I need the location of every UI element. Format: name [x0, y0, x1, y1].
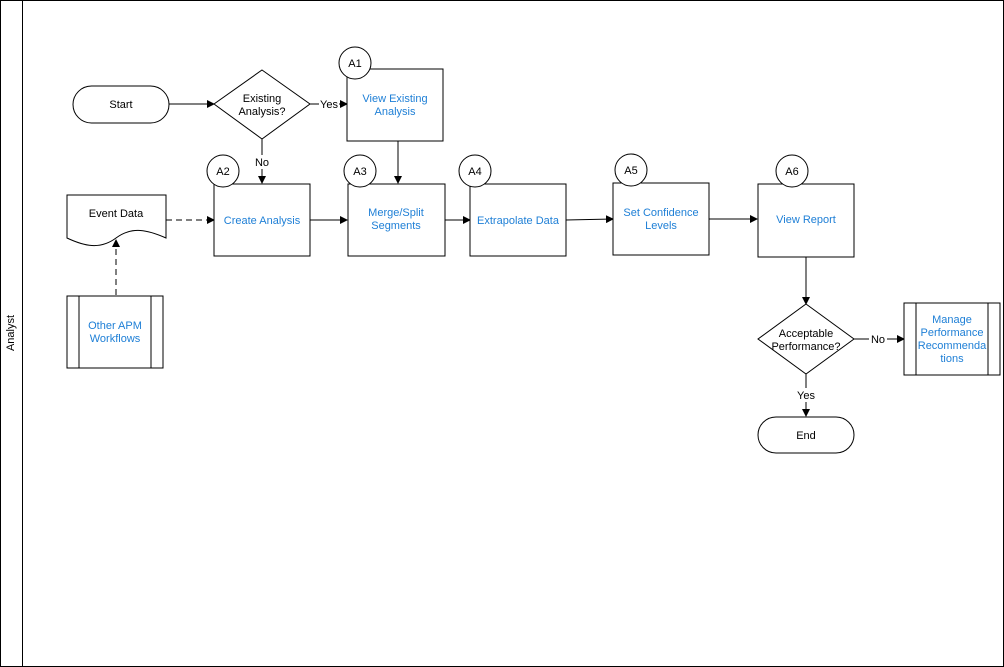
process-link-line[interactable]: Create Analysis	[224, 215, 301, 227]
process-shape	[612, 182, 710, 256]
step-badge-label: A5	[624, 165, 637, 177]
node-start-label: Start	[109, 99, 132, 111]
process-link-line[interactable]: Recommenda	[918, 340, 987, 352]
process-link-line[interactable]: Manage	[932, 314, 972, 326]
process-link-line[interactable]: Levels	[645, 220, 677, 232]
decision-label-line: Acceptable	[779, 328, 833, 340]
swimlane-label: Analyst	[5, 315, 17, 351]
predefined-process-shape	[66, 295, 164, 369]
step-badge-label: A6	[785, 166, 798, 178]
process-link-line[interactable]: Performance	[921, 327, 984, 339]
node-extrapolate-data[interactable]: Extrapolate Data A4	[458, 154, 567, 257]
predefined-process-shape	[903, 302, 1001, 376]
process-shape	[347, 183, 446, 257]
node-set-confidence-levels[interactable]: Set Confidence Levels A5	[612, 153, 710, 256]
process-link-line[interactable]: Set Confidence	[623, 207, 698, 219]
terminator-shape	[757, 416, 855, 454]
edge-label-bg	[794, 388, 818, 402]
node-create-analysis[interactable]: Create Analysis A2	[206, 154, 311, 257]
node-view-existing-analysis[interactable]: View Existing Analysis A1	[338, 46, 444, 142]
step-badge-label: A4	[468, 166, 481, 178]
node-view-report[interactable]: View Report A6	[757, 154, 855, 258]
node-existing-analysis-decision[interactable]: Existing Analysis?	[213, 69, 311, 140]
edge-label-no-existing: No	[255, 157, 269, 169]
process-link-line[interactable]: View Report	[776, 214, 836, 226]
step-badge-label: A2	[216, 166, 229, 178]
process-link-line[interactable]: Other APM	[88, 320, 142, 332]
edges	[112, 100, 905, 417]
edge-label-yes-acceptable: Yes	[797, 390, 815, 402]
step-badge	[343, 154, 377, 188]
process-link-line[interactable]: Merge/Split	[368, 207, 424, 219]
decision-shape	[213, 69, 311, 140]
terminator-shape	[72, 85, 170, 124]
node-merge-split-segments[interactable]: Merge/Split Segments A3	[343, 154, 446, 257]
step-badge	[614, 153, 648, 187]
decision-shape	[757, 303, 855, 375]
decision-label-line: Existing	[243, 93, 282, 105]
process-link-line[interactable]: View Existing	[362, 93, 427, 105]
decision-label-line: Performance?	[771, 341, 840, 353]
step-badge	[206, 154, 240, 188]
edge-label-no-acceptable: No	[871, 334, 885, 346]
step-badge-label: A3	[353, 166, 366, 178]
step-badge	[458, 154, 492, 188]
node-end[interactable]: End	[757, 416, 855, 454]
process-shape	[757, 183, 855, 258]
decision-label-line: Analysis?	[238, 106, 285, 118]
process-shape	[346, 68, 444, 142]
node-event-data-label: Event Data	[89, 208, 144, 220]
step-badge	[338, 46, 372, 80]
edge-label-bg	[253, 155, 271, 169]
process-shape	[213, 183, 311, 257]
node-other-apm-workflows[interactable]: Other APM Workflows	[66, 295, 164, 369]
process-link-line[interactable]: Segments	[371, 220, 421, 232]
node-acceptable-performance-decision[interactable]: Acceptable Performance?	[757, 303, 855, 375]
process-link-line[interactable]: Workflows	[90, 333, 141, 345]
node-start[interactable]: Start	[72, 85, 170, 124]
step-badge-label: A1	[348, 58, 361, 70]
edge-label-bg	[869, 332, 887, 346]
process-link-line[interactable]: Analysis	[375, 106, 416, 118]
process-link-line[interactable]: tions	[940, 353, 964, 365]
node-event-data[interactable]: Event Data	[66, 194, 167, 246]
edge-label-bg	[319, 97, 339, 111]
process-link-line[interactable]: Extrapolate Data	[477, 215, 560, 227]
edge-extrapolate-to-confidence	[565, 215, 614, 224]
document-shape	[66, 194, 167, 246]
node-manage-performance-recommendations[interactable]: Manage Performance Recommenda tions	[903, 302, 1001, 376]
process-shape	[469, 183, 567, 257]
node-end-label: End	[796, 430, 816, 442]
edge-label-yes-existing: Yes	[320, 99, 338, 111]
step-badge	[775, 154, 809, 188]
